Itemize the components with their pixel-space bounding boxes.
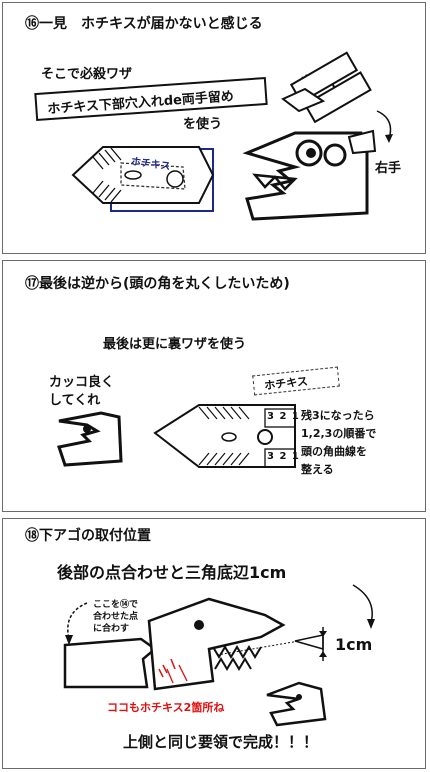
right-hand-label: 右手 (375, 161, 402, 176)
final-message: 上側と同じ要領で完成！！！ (123, 733, 319, 751)
step-18-title: ⑱下アゴの取付位置 (25, 528, 151, 544)
step-16-panel: ⑯一見 ホチキスが届かないと感じる そこで必殺ワザ ホチキス下部穴入れde両手留… (2, 2, 426, 254)
order-numbers-top: 3 2 1 (267, 411, 300, 422)
point-note-line3: に合わす (93, 624, 130, 634)
speech-line1: カッコ良く (49, 375, 115, 390)
red-note: ココもホチキス2箇所ね (107, 701, 225, 714)
point-note-line1: ここを⑭で (93, 600, 139, 610)
point-note-line2: 合わせた点 (93, 612, 139, 622)
stapling-illustration (71, 51, 393, 221)
jaw-attachment-illustration (63, 584, 375, 727)
speech-line2: してくれ (49, 393, 101, 408)
note-line1: 残3になったら (301, 409, 375, 422)
note-line4: 整える (301, 463, 334, 476)
step-17-subtitle: 最後は更に裏ワザを使う (103, 337, 247, 352)
dimension-label: 1cm (335, 635, 373, 654)
step-18-panel: ⑱下アゴの取付位置 後部の点合わせと三角底辺1cm ここを⑭で 合わせた点 に合… (2, 518, 426, 769)
step-16-title: ⑯一見 ホチキスが届かないと感じる (25, 16, 263, 32)
step-16-line3: を使う (183, 117, 223, 132)
step-18-headline: 後部の点合わせと三角底辺1cm (57, 563, 287, 582)
step-17-title: ⑰最後は逆から(頭の角を丸くしたいため) (25, 276, 290, 292)
step-16-line1: そこで必殺ワザ (41, 67, 133, 82)
step-17-panel: ⑰最後は逆から(頭の角を丸くしたいため) 最後は更に裏ワザを使う カッコ良く し… (2, 260, 426, 512)
note-line2: 1,2,3の順番で (301, 427, 377, 440)
note-line3: 頭の角曲線を (301, 445, 367, 458)
order-numbers-bottom: 3 2 1 (267, 451, 300, 462)
reverse-stapling-illustration (57, 404, 296, 468)
